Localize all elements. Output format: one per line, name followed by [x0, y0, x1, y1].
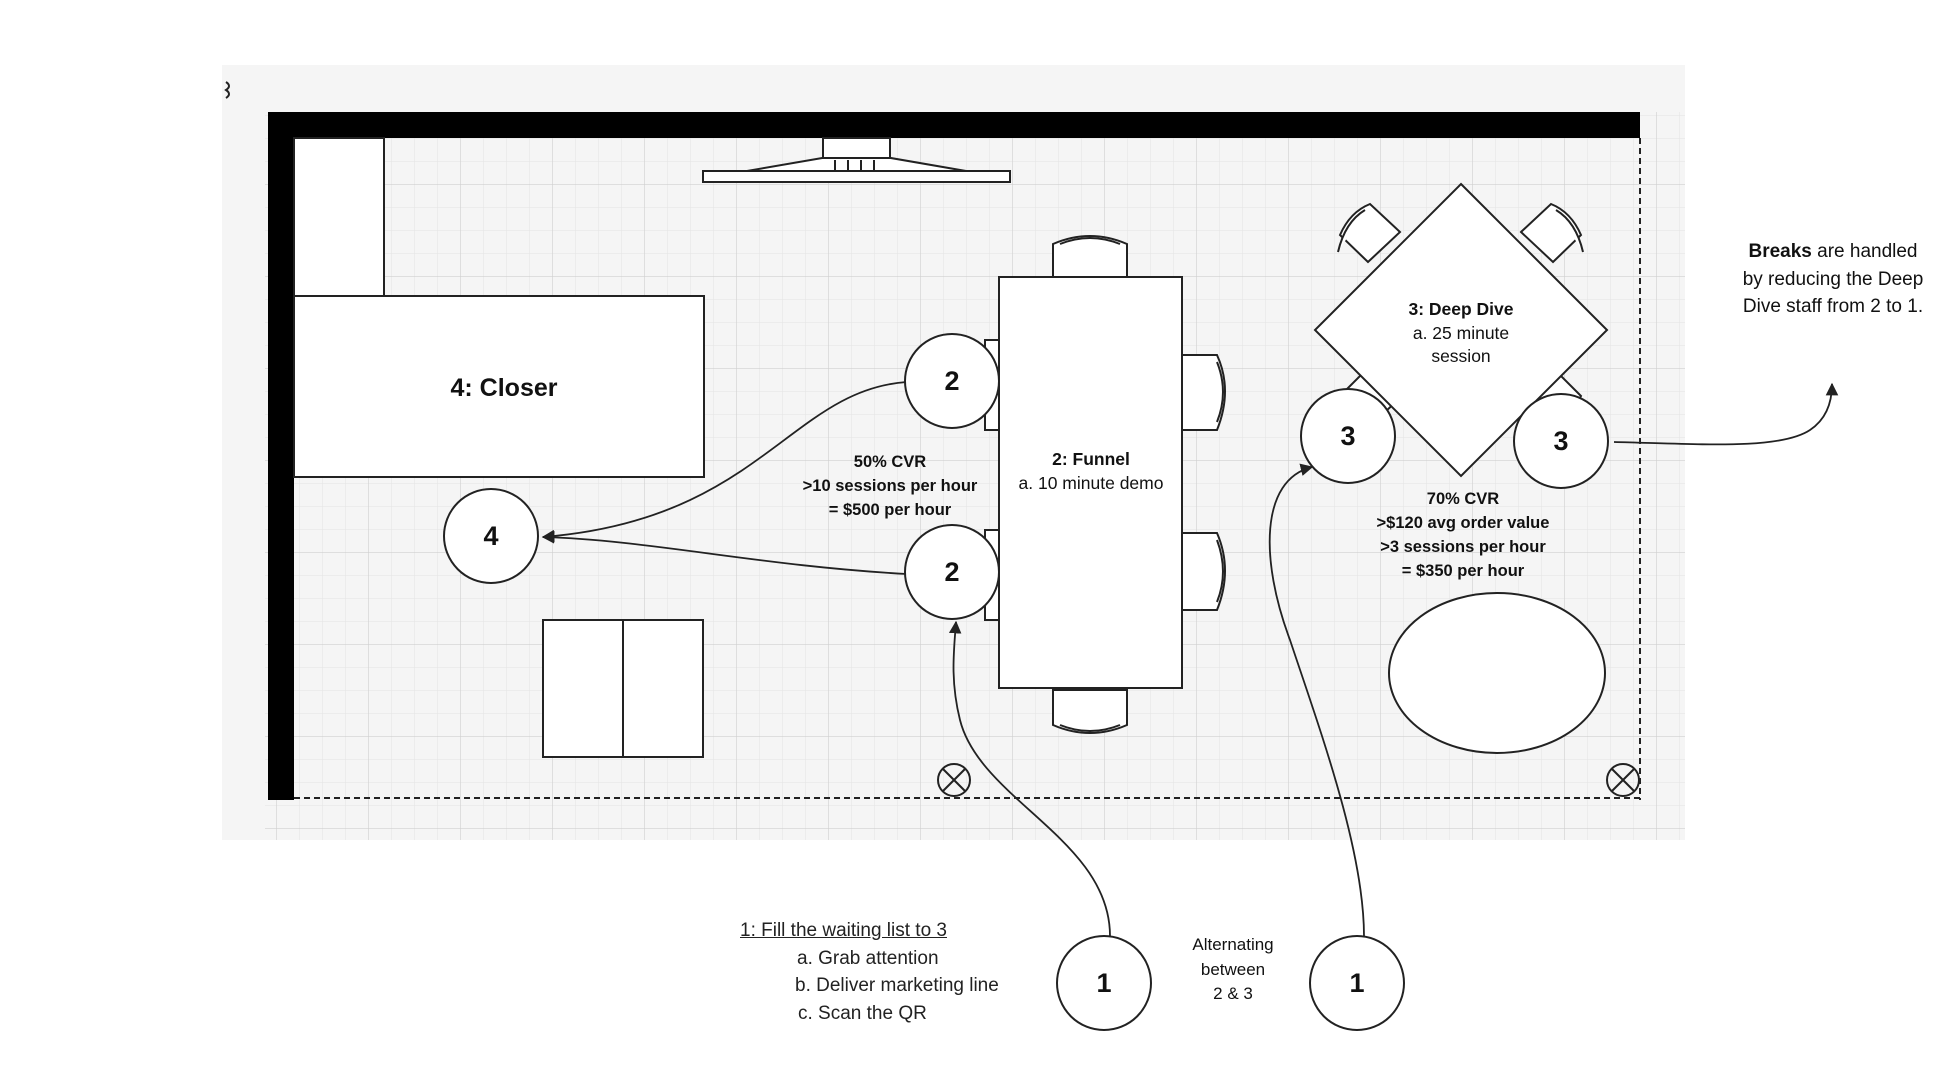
funnel-table — [998, 276, 1183, 689]
breaks-note: Breaks are handled by reducing the Deep … — [1713, 238, 1953, 321]
arrow-1-to-2 — [948, 620, 1111, 937]
deep-dive-detail-2: session — [1431, 346, 1491, 367]
deep-dive-value: = $350 per hour — [1401, 561, 1525, 580]
deep-dive-cvr: 70% CVR — [1426, 490, 1500, 508]
node-funnel-2-top: 2 — [904, 333, 1000, 429]
corner-mark-icon — [224, 81, 230, 99]
breaks-note-rest: are handled — [1811, 241, 1918, 262]
deep-dive-title: 3: Deep Dive — [1408, 299, 1514, 319]
arrow-3-to-breaks — [1613, 382, 1839, 446]
closer-zone-label: 4: Closer — [450, 374, 558, 402]
arrow-2top-to-4 — [541, 381, 908, 543]
funnel-title: 2: Funnel — [1052, 449, 1130, 469]
step-one-list: 1: Fill the waiting list to 3 a. Grab at… — [740, 917, 1040, 1027]
cabinet — [542, 619, 704, 758]
alternating-line-2: between — [1200, 959, 1266, 979]
deep-dive-detail-1: a. 25 minute — [1412, 322, 1510, 343]
node-step-1-right: 1 — [1309, 935, 1405, 1031]
step-one-title: 1: Fill the waiting list to 3 — [740, 920, 947, 941]
oval-table — [1388, 592, 1606, 754]
funnel-zone-label: 2: Funnel a. 10 minute demo — [990, 448, 1192, 495]
deep-dive-metrics: 70% CVR >$120 avg order value >3 session… — [1353, 488, 1573, 584]
light-fixture-icon — [1606, 763, 1640, 797]
deep-dive-zone-label: 3: Deep Dive a. 25 minute session — [1361, 298, 1561, 369]
node-deep-dive-3-right: 3 — [1513, 393, 1609, 489]
step-one-item-b: b. Deliver marketing line — [795, 975, 999, 997]
wall-left — [268, 112, 294, 800]
node-deep-dive-3-left: 3 — [1300, 388, 1396, 484]
arrow-2bottom-to-4 — [541, 531, 908, 575]
alternating-line-1: Alternating — [1192, 935, 1274, 954]
breaks-note-line-2: by reducing the Deep — [1742, 268, 1924, 290]
closer-counter — [293, 295, 705, 478]
deep-dive-aov: >$120 avg order value — [1376, 513, 1550, 532]
node-funnel-2-bottom: 2 — [904, 524, 1000, 620]
alternating-line-3: 2 & 3 — [1213, 984, 1253, 1004]
arrow-1-to-3 — [1268, 463, 1365, 937]
breaks-note-bold: Breaks — [1748, 241, 1812, 262]
node-step-1-left: 1 — [1056, 935, 1152, 1031]
funnel-sessions: >10 sessions per hour — [802, 476, 978, 495]
breaks-note-line-3: Dive staff from 2 to 1. — [1742, 296, 1924, 318]
side-room — [293, 137, 385, 297]
light-fixture-icon — [937, 763, 971, 797]
tv-stand — [702, 137, 1011, 183]
step-one-item-a: a. Grab attention — [797, 947, 939, 969]
funnel-value: = $500 per hour — [828, 500, 952, 519]
funnel-cvr: 50% CVR — [853, 453, 927, 471]
deep-dive-sessions: >3 sessions per hour — [1380, 537, 1546, 556]
funnel-detail: a. 10 minute demo — [1018, 472, 1164, 493]
alternating-note: Alternating between 2 & 3 — [1168, 933, 1298, 1007]
wall-top — [268, 112, 1640, 138]
funnel-metrics: 50% CVR >10 sessions per hour = $500 per… — [780, 451, 1000, 523]
step-one-item-c: c. Scan the QR — [798, 1002, 927, 1024]
node-closer-4: 4 — [443, 488, 539, 584]
